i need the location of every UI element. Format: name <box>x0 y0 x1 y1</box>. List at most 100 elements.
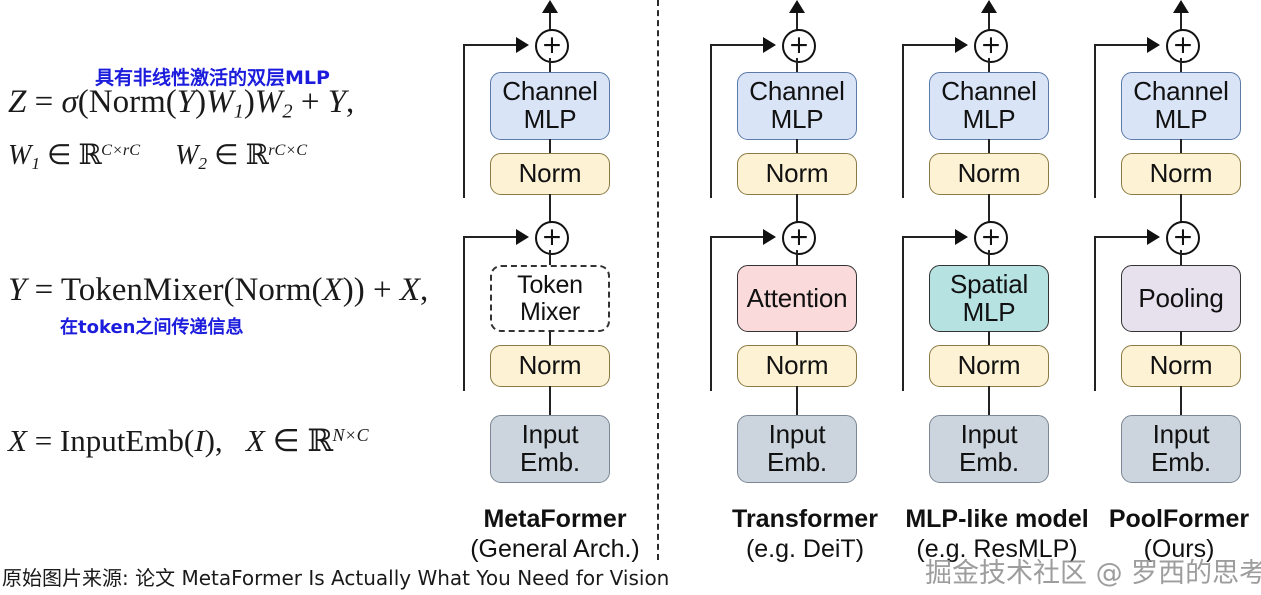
residual-path-bottom-vertical <box>1094 237 1097 391</box>
connector-norm-to-addtop <box>796 194 799 224</box>
norm-bottom-label: Norm <box>957 350 1021 381</box>
connector-norm-to-addtop <box>549 194 552 224</box>
residual-path-bottom-horizontal <box>902 236 956 239</box>
connector-mixer-to-norm <box>796 331 799 347</box>
caption-subtitle: (Ours) <box>1143 534 1215 563</box>
residual-path-top-vertical <box>463 46 466 198</box>
connector-plus-to-channelmlp <box>796 58 799 75</box>
caption-metaformer: MetaFormer (General Arch.) <box>435 505 675 564</box>
vertical-dashed-divider <box>657 0 659 560</box>
norm-top-label: Norm <box>957 158 1021 189</box>
connector-add-to-mixer <box>796 250 799 267</box>
residual-add-top: + <box>535 29 569 63</box>
note-token-mixer: 在token之间传递信息 <box>60 317 244 338</box>
residual-arrow-top-icon <box>763 37 776 53</box>
node-token-mixer-attention: Attention <box>737 265 857 332</box>
input-emb-label-1: Input <box>768 419 826 450</box>
note-channel-mlp: 具有非线性激活的双层MLP <box>95 67 330 89</box>
node-norm-bottom: Norm <box>737 345 857 387</box>
input-emb-label-2: Emb. <box>520 447 580 477</box>
input-emb-label-2: Emb. <box>1151 447 1211 477</box>
output-arrow-icon <box>1173 0 1189 13</box>
residual-add-bottom: + <box>1166 221 1200 255</box>
source-attribution: 原始图片来源: 论文 MetaFormer Is Actually What Y… <box>2 566 670 590</box>
connector-norm-to-addtop <box>988 194 991 224</box>
connector-norm-to-input <box>988 386 991 417</box>
residual-path-top-vertical <box>1094 46 1097 198</box>
connector-mixer-to-norm <box>1180 331 1183 347</box>
input-emb-label-2: Emb. <box>959 447 1019 477</box>
residual-path-top-horizontal <box>710 44 764 47</box>
residual-arrow-bottom-icon <box>516 229 529 245</box>
residual-add-top: + <box>1166 29 1200 63</box>
output-line <box>1180 10 1183 40</box>
input-emb-label-1: Input <box>1152 419 1210 450</box>
output-line <box>549 10 552 40</box>
node-norm-bottom: Norm <box>1121 345 1241 387</box>
input-emb-label-1: Input <box>960 419 1018 450</box>
output-arrow-icon <box>542 0 558 13</box>
caption-subtitle: (General Arch.) <box>470 534 640 563</box>
residual-arrow-bottom-icon <box>955 229 968 245</box>
norm-top-label: Norm <box>1149 158 1213 189</box>
pooling-label: Pooling <box>1138 282 1224 313</box>
residual-add-top: + <box>782 29 816 63</box>
caption-title: PoolFormer <box>1108 505 1250 533</box>
channel-mlp-label-1: Channel <box>749 76 845 107</box>
caption-title: MetaFormer <box>483 505 627 533</box>
norm-bottom-label: Norm <box>518 350 582 381</box>
equation-weight-shapes: W1 ∈ ℝC×rC W2 ∈ ℝrC×C <box>8 138 308 173</box>
spatial-mlp-label-2: MLP <box>962 296 1016 327</box>
token-mixer-label-2: Mixer <box>519 297 581 326</box>
output-line <box>796 10 799 40</box>
norm-bottom-label: Norm <box>765 350 829 381</box>
node-channel-mlp: Channel MLP <box>737 72 857 140</box>
connector-plus-to-channelmlp <box>988 58 991 75</box>
node-norm-top: Norm <box>737 153 857 195</box>
node-input-embedding: Input Emb. <box>929 415 1049 483</box>
residual-add-top: + <box>974 29 1008 63</box>
residual-path-top-vertical <box>710 46 713 198</box>
node-norm-top: Norm <box>490 153 610 195</box>
residual-add-bottom: + <box>535 221 569 255</box>
node-token-mixer: Token Mixer <box>490 265 610 332</box>
column-transformer: + Channel MLP Norm + Attention Norm Inpu… <box>710 0 900 563</box>
connector-norm-to-input <box>549 386 552 417</box>
residual-arrow-bottom-icon <box>763 229 776 245</box>
connector-norm-to-input <box>796 386 799 417</box>
residual-add-bottom: + <box>974 221 1008 255</box>
node-norm-bottom: Norm <box>929 345 1049 387</box>
residual-path-top-horizontal <box>1094 44 1148 47</box>
connector-channelmlp-to-norm <box>988 139 991 155</box>
connector-mixer-to-norm <box>549 331 552 347</box>
equation-input-embedding: X = InputEmb(I), X ∈ ℝN×C <box>8 423 369 459</box>
connector-add-to-mixer <box>988 250 991 267</box>
channel-mlp-label-1: Channel <box>941 76 1037 107</box>
residual-arrow-top-icon <box>955 37 968 53</box>
norm-top-label: Norm <box>765 158 829 189</box>
token-mixer-label-1: Token <box>517 271 583 299</box>
connector-plus-to-channelmlp <box>549 58 552 75</box>
residual-path-top-horizontal <box>463 44 517 47</box>
watermark-text: 掘金技术社区 @ 罗西的思考 <box>925 558 1261 589</box>
plus-symbol: + <box>1172 221 1194 251</box>
channel-mlp-label-1: Channel <box>502 76 598 107</box>
node-token-mixer-spatial-mlp: Spatial MLP <box>929 265 1049 332</box>
connector-mixer-to-norm <box>988 331 991 347</box>
node-channel-mlp: Channel MLP <box>929 72 1049 140</box>
caption-poolformer: PoolFormer (Ours) <box>1074 505 1261 564</box>
node-norm-top: Norm <box>929 153 1049 195</box>
column-mlp-like: + Channel MLP Norm + Spatial MLP Norm In… <box>902 0 1092 563</box>
plus-symbol: + <box>980 221 1002 251</box>
node-norm-top: Norm <box>1121 153 1241 195</box>
channel-mlp-label-2: MLP <box>1154 104 1208 134</box>
connector-norm-to-addtop <box>1180 194 1183 224</box>
input-emb-label-2: Emb. <box>767 447 827 477</box>
plus-symbol: + <box>541 29 563 59</box>
residual-path-bottom-horizontal <box>463 236 517 239</box>
output-arrow-icon <box>981 0 997 13</box>
connector-add-to-mixer <box>549 250 552 267</box>
equation-channel-mlp: Z = σ(Norm(Y)W1)W2 + Y, <box>8 84 355 123</box>
connector-channelmlp-to-norm <box>796 139 799 155</box>
